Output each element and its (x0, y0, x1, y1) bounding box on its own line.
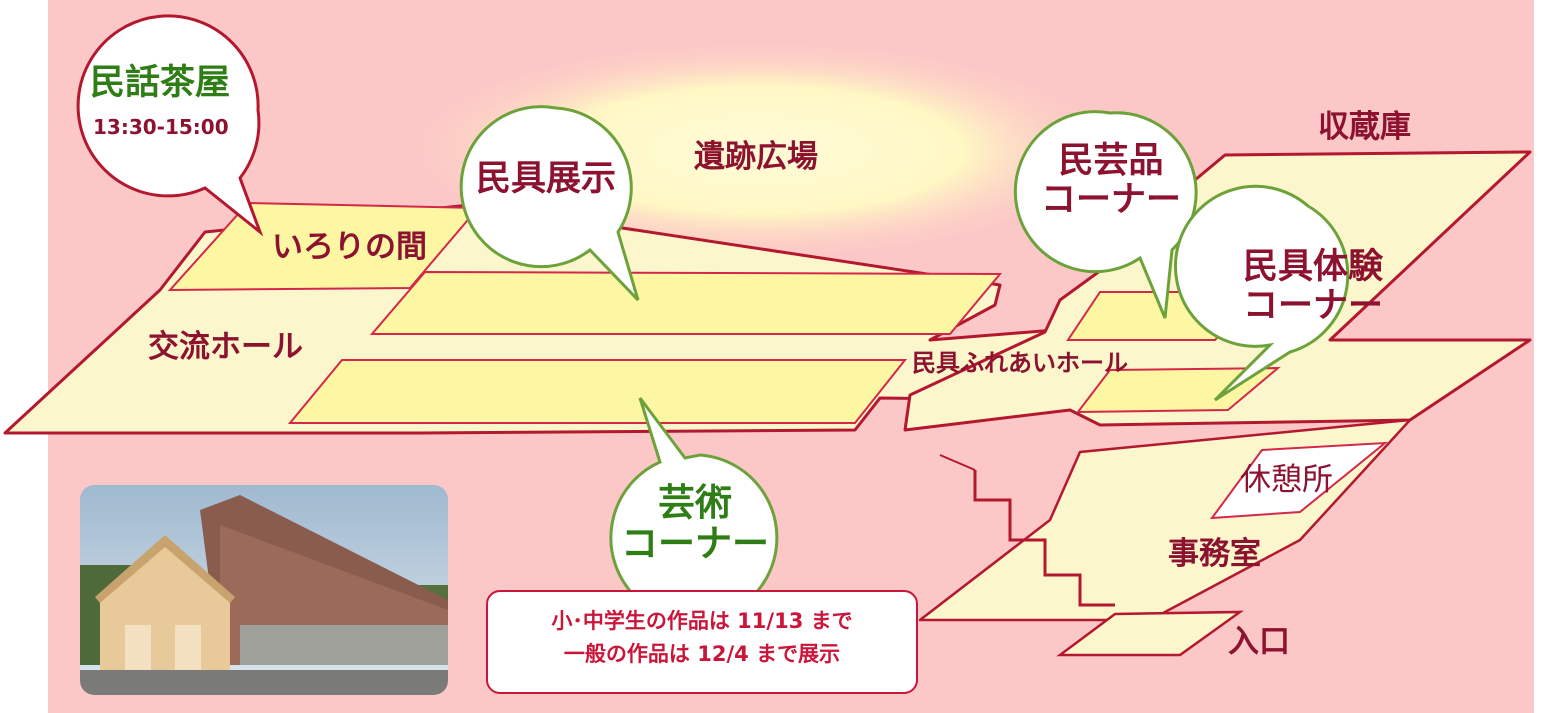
mingeihin-line2: コーナー (1040, 180, 1181, 221)
irori-room-label: いろりの間 (272, 229, 427, 265)
notice-line1: 小･中学生の作品は 11/13 まで (551, 609, 853, 633)
minwa-chaya-bubble-shape (76, 14, 264, 237)
stair-edge (939, 454, 976, 471)
mingu-taiken-line2: コーナー (1242, 286, 1383, 327)
entrance-label: 入口 (1228, 624, 1290, 660)
storage-label: 収蔵庫 (1318, 109, 1411, 145)
art-corner-label: 芸術 コーナー (610, 482, 780, 565)
entrance-floor (1056, 610, 1244, 657)
ruins-plaza-label: 遺跡広場 (694, 139, 818, 175)
mingu-taiken-line1: 民具体験 (1242, 247, 1383, 287)
hands-on-corner-strip (1075, 366, 1281, 414)
art-corner-strip (287, 359, 908, 424)
exchange-hall-label: 交流ホール (148, 329, 303, 365)
mingeihin-line1: 民芸品 (1058, 141, 1164, 181)
minwa-chaya-title: 民話茶屋 (90, 63, 231, 103)
mingu-tenji-bubble-shape (459, 105, 640, 302)
rest-area-box (1209, 441, 1389, 520)
mingu-tenji-label: 民具展示 (476, 159, 617, 199)
staircase (973, 470, 1115, 607)
building-photo-image (80, 485, 448, 695)
mingu-exhibit-strip (369, 270, 1003, 335)
exhibit-period-notice: 小･中学生の作品は 11/13 まで 一般の作品は 12/4 まで展示 (486, 590, 918, 694)
fureai-hall-label: 民具ふれあいホール (912, 349, 1128, 377)
notice-line2: 一般の作品は 12/4 まで展示 (563, 641, 841, 666)
building-photo (80, 485, 448, 695)
rest-area-label: 休憩所 (1240, 462, 1333, 498)
irori-room (167, 201, 481, 292)
minwa-chaya-time: 13:30-15:00 (93, 115, 229, 139)
art-line2: コーナー (621, 522, 769, 566)
office-label: 事務室 (1168, 536, 1261, 572)
art-line1: 芸術 (658, 481, 732, 524)
mingu-taiken-label: 民具体験 コーナー (1234, 247, 1392, 327)
mingeihin-bubble-shape (1013, 110, 1198, 319)
mingu-taiken-bubble-shape (1173, 184, 1350, 402)
mingeihin-label: 民芸品 コーナー (1032, 141, 1190, 221)
